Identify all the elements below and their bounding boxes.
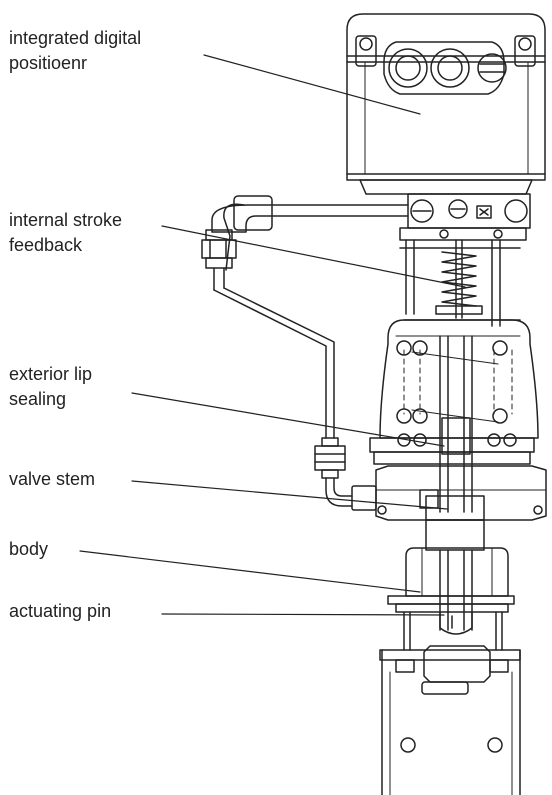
label-valve-stem: valve stem [9,467,95,492]
leader-lines [79,54,466,616]
label-feedback-line2: feedback [9,235,83,255]
air-tubing [201,195,409,511]
positioner-mount [399,193,531,241]
label-positioner-line2: positioenr [9,53,88,73]
positioner-housing [346,13,546,195]
label-actuating-pin: actuating pin [9,599,111,624]
label-feedback-line1: internal stroke [9,210,123,230]
valve-body [387,519,515,635]
label-positioner: integrated digital positioenr [9,26,141,76]
label-feedback: internal stroke feedback [9,208,122,258]
leader-lip-sealing [131,392,445,447]
label-positioner-line1: integrated digital [9,28,142,48]
leader-valve-stem [131,480,448,510]
leader-feedback [161,225,466,288]
label-lip-sealing-line1: exterior lip [9,364,93,384]
label-actuating-pin-line1: actuating pin [9,601,112,621]
label-body: body [9,537,48,562]
leader-actuating-pin [161,613,445,616]
leader-positioner [203,54,421,115]
label-lip-sealing: exterior lip sealing [9,362,92,412]
feedback-yoke [399,239,521,327]
label-lip-sealing-line2: sealing [9,389,67,409]
label-body-line1: body [9,539,49,559]
leader-body [79,550,421,593]
lower-bracket [379,611,521,795]
lower-housing [375,465,547,521]
label-valve-stem-line1: valve stem [9,469,96,489]
actuator-housing [369,319,539,513]
